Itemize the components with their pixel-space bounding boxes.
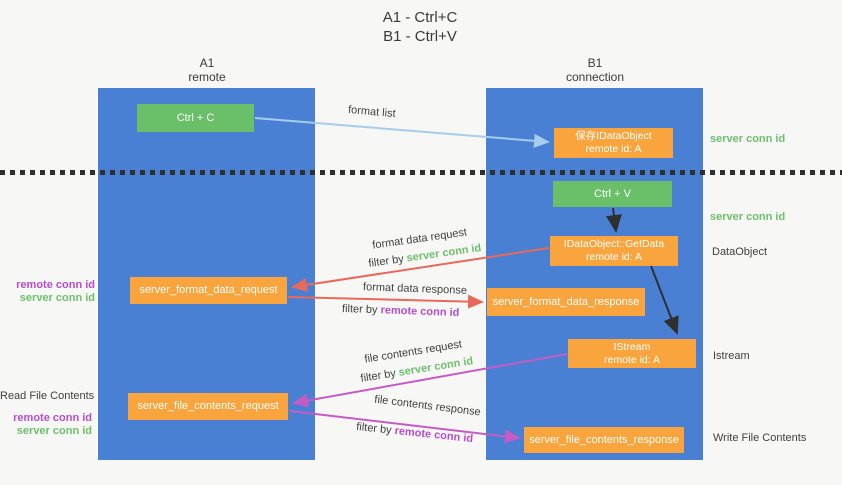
node-save-idataobject: 保存IDataObject remote id: A <box>554 128 673 158</box>
node-format-request: server_format_data_request <box>130 277 287 304</box>
node-getdata-line2: remote id: A <box>585 251 643 263</box>
edge-label-format-list: format list <box>348 104 397 120</box>
side-label-server-conn-id-top-text: server conn id <box>710 133 786 145</box>
lane-a1-role: remote <box>188 70 226 84</box>
node-file-request: server_file_contents_request <box>128 393 288 420</box>
edge-label-format-list-text: format list <box>347 103 397 121</box>
node-format-request-label: server_format_data_request <box>139 284 278 296</box>
node-format-response-label: server_format_data_response <box>492 295 640 308</box>
lane-header-a1: A1 remote <box>157 56 257 84</box>
diagram-title: A1 - Ctrl+C B1 - Ctrl+V <box>300 8 540 46</box>
side-label-server-conn-id-lower-left: server conn id <box>0 425 92 437</box>
lane-b1-name: B1 <box>587 56 603 70</box>
node-save-idataobject-line2: remote id: A <box>585 143 642 155</box>
edge-label-format-data-response: format data response <box>363 281 467 297</box>
node-getdata-line1: IDataObject::GetData <box>563 238 665 250</box>
side-label-remote-conn-id-lower-text: remote conn id <box>13 412 92 424</box>
lane-a1-name: A1 <box>199 56 215 70</box>
side-label-istream-text: Istream <box>713 350 750 362</box>
node-file-response: server_file_contents_response <box>524 427 684 453</box>
side-label-dataobject: DataObject <box>712 246 767 258</box>
node-save-idataobject-line1: 保存IDataObject <box>575 130 652 142</box>
side-label-istream: Istream <box>713 350 750 362</box>
remote-conn-id-text-1: remote conn id <box>380 304 460 320</box>
side-label-server-conn-id-mid: server conn id <box>710 211 785 223</box>
server-conn-id-text-2: server conn id <box>397 355 474 379</box>
side-label-server-conn-id-top: server conn id <box>710 133 785 145</box>
node-getdata: IDataObject::GetData remote id: A <box>550 236 678 266</box>
filter-by-text-2: filter by <box>341 302 378 317</box>
title-line-a1: A1 - Ctrl+C <box>382 9 458 26</box>
lane-header-b1: B1 connection <box>545 56 645 84</box>
node-ctrl-v-label: Ctrl + V <box>594 187 631 200</box>
node-ctrl-v: Ctrl + V <box>553 181 672 207</box>
side-label-read-file-contents-text: Read File Contents <box>0 390 95 402</box>
side-label-server-conn-id-mid-text: server conn id <box>710 211 786 223</box>
title-line-b1: B1 - Ctrl+V <box>383 28 457 45</box>
edge-label-filter-remote-2: filter by remote conn id <box>356 421 474 445</box>
side-label-remote-conn-id-upper-text: remote conn id <box>16 279 95 291</box>
arrow-format-data-response <box>287 294 484 309</box>
node-istream-line1: IStream <box>613 340 651 353</box>
side-label-server-conn-id-upper-left-text: server conn id <box>19 292 95 304</box>
filter-by-text-3: filter by <box>359 367 397 385</box>
node-istream: IStream remote id: A <box>568 339 696 368</box>
node-ctrl-c-label: Ctrl + C <box>176 111 215 124</box>
dotted-separator <box>0 170 842 175</box>
filter-by-text-4: filter by <box>355 420 393 437</box>
side-label-dataobject-text: DataObject <box>712 246 768 258</box>
node-ctrl-c: Ctrl + C <box>137 104 254 132</box>
node-file-response-label: server_file_contents_response <box>529 433 679 446</box>
edge-label-file-contents-response-text: file contents response <box>373 393 482 419</box>
side-label-server-conn-id-lower-left-text: server conn id <box>16 425 92 437</box>
server-conn-id-text-1: server conn id <box>405 242 483 265</box>
filter-by-text-1: filter by <box>367 253 405 270</box>
edge-label-file-contents-response: file contents response <box>374 394 482 419</box>
side-label-write-file-contents: Write File Contents <box>713 432 806 444</box>
side-label-read-file-contents: Read File Contents <box>0 390 95 402</box>
lane-b1-role: connection <box>565 70 625 84</box>
edge-label-format-data-response-text: format data response <box>362 281 468 297</box>
edge-label-filter-remote-1: filter by remote conn id <box>342 303 460 319</box>
node-file-request-label: server_file_contents_request <box>137 400 279 412</box>
side-label-remote-conn-id-lower: remote conn id <box>0 412 92 424</box>
side-label-server-conn-id-upper-left: server conn id <box>0 292 95 304</box>
node-format-response: server_format_data_response <box>487 288 645 316</box>
remote-conn-id-text-2: remote conn id <box>394 424 474 446</box>
side-label-remote-conn-id-upper: remote conn id <box>0 279 95 291</box>
side-label-write-file-contents-text: Write File Contents <box>713 432 807 444</box>
node-istream-line2: remote id: A <box>603 353 661 366</box>
